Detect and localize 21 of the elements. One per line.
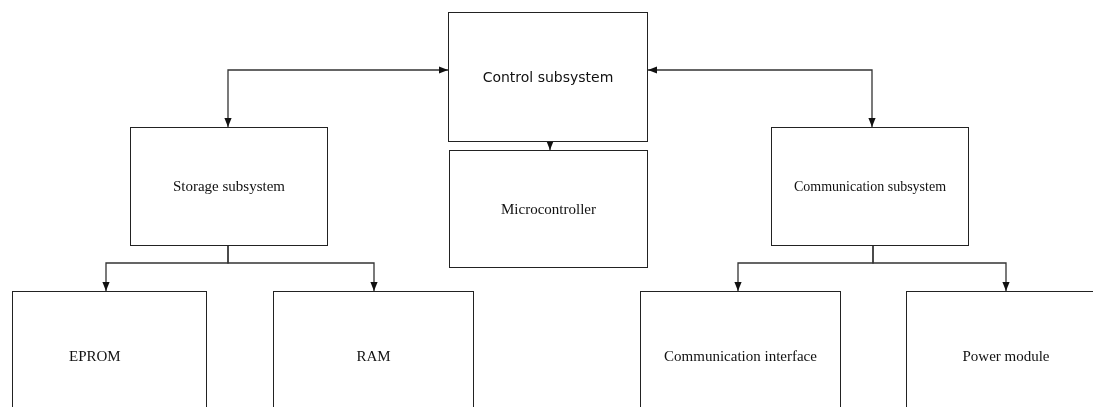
box-label: EPROM [69,348,121,365]
process-box [906,291,1093,407]
box-label: Storage subsystem [172,178,286,195]
box-label: RAM [356,348,391,365]
arrow [647,66,876,128]
arrow [224,66,449,128]
box-label: Microcontroller [501,200,596,218]
process-box [12,291,207,407]
process-box [640,291,841,407]
arrow [872,245,1010,292]
process-box [771,127,969,246]
box-label: Communication interface [664,348,817,365]
box-label: Communication subsystem [793,178,947,195]
process-box [130,127,328,246]
process-box [449,150,648,268]
arrow [546,140,554,151]
process-box [273,291,474,407]
process-box [448,12,648,142]
box-label: Control subsystem [482,69,614,85]
box-label: Power module [962,348,1050,365]
arrow [227,245,378,292]
